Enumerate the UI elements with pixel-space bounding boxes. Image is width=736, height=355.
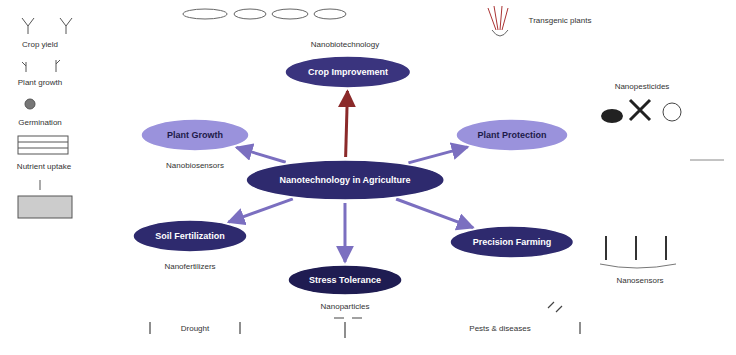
caption-label: Pests & diseases	[468, 324, 531, 333]
arrow-connector	[236, 147, 285, 162]
caption-label: Nanosensors	[615, 276, 664, 285]
node-label: Stress Tolerance	[309, 275, 381, 285]
top-icons	[183, 6, 508, 36]
right-icons	[600, 100, 724, 268]
soil-icon	[18, 136, 68, 154]
text-group: Soil Fertilization	[155, 231, 225, 241]
caption-label: Germination	[17, 118, 63, 127]
cell-icon	[234, 9, 266, 19]
node-label: Soil Fertilization	[155, 231, 225, 241]
caption-label: Nanobiotechnology	[310, 40, 381, 49]
seed-icon	[25, 99, 35, 109]
text-group: Stress Tolerance	[309, 275, 381, 285]
caption-label: Nutrient uptake	[16, 162, 72, 171]
root-icon	[492, 30, 508, 36]
node-label: Crop Improvement	[308, 67, 388, 77]
arrow-connector	[343, 203, 346, 262]
caption-label: Nanofertilizers	[163, 262, 216, 271]
ellipse-outline	[450, 226, 574, 258]
caption-label: Plant growth	[17, 78, 63, 87]
node-label: Plant Growth	[167, 130, 223, 140]
ellipse-outline	[456, 119, 568, 151]
arrow-icon	[40, 180, 41, 190]
ellipse-node: Nanotechnology in Agriculture	[245, 159, 445, 201]
particle-icon	[334, 318, 362, 338]
text-group: Crop Improvement	[308, 67, 388, 77]
ellipse-outline	[288, 265, 402, 295]
cell-icon	[314, 9, 346, 19]
node-label: Nanotechnology in Agriculture	[279, 175, 410, 185]
field-icon	[18, 196, 72, 218]
text-group: Nanotechnology in Agriculture	[279, 175, 410, 185]
ellipse-node: Plant Protection	[455, 118, 569, 152]
caption-label: Drought	[180, 324, 210, 333]
arrow-icon	[548, 302, 580, 334]
cross-symbol	[630, 100, 650, 120]
node-label: Plant Protection	[477, 130, 546, 140]
ellipse-node: Stress Tolerance	[287, 264, 403, 296]
ellipse-outline	[133, 220, 247, 252]
capsule-icon	[663, 103, 681, 121]
text-group: Plant Protection	[477, 130, 546, 140]
caption-label: Transgenic plants	[528, 16, 593, 25]
ellipse-node: Plant Growth	[140, 118, 250, 152]
ellipse-outline	[285, 56, 411, 88]
arrow-connector	[408, 147, 467, 163]
arrow-connector	[228, 199, 292, 222]
node-label: Precision Farming	[473, 237, 552, 247]
ellipse-outline	[141, 119, 249, 151]
field-line	[600, 264, 676, 268]
caption-label: Nanobiosensors	[165, 161, 225, 170]
cell-icon	[272, 9, 308, 19]
seedling-icon	[22, 60, 60, 72]
plant-icon	[488, 6, 508, 30]
ellipse-node: Crop Improvement	[284, 55, 412, 89]
ellipse-node: Precision Farming	[449, 225, 575, 259]
insect-icon	[601, 109, 623, 123]
left-icons	[18, 18, 72, 218]
caption-label: Crop yield	[21, 40, 59, 49]
bottom-icons	[150, 302, 580, 338]
wire-icon	[690, 160, 724, 161]
arrow-connector	[346, 91, 348, 157]
caption-label: Nanopesticides	[614, 82, 671, 91]
text-group: Plant Growth	[167, 130, 223, 140]
cell-icon	[183, 9, 227, 19]
soil-layer	[18, 142, 68, 148]
plant-icon	[60, 18, 72, 34]
ellipse-node: Soil Fertilization	[132, 219, 248, 253]
arrow-icon	[150, 322, 240, 334]
caption-label: Nanoparticles	[320, 302, 371, 311]
ellipse-outline	[246, 160, 444, 200]
sensor-arrow	[606, 236, 666, 260]
arrow-connector	[396, 199, 473, 228]
text-group: Precision Farming	[473, 237, 552, 247]
plant-icon	[22, 18, 34, 34]
